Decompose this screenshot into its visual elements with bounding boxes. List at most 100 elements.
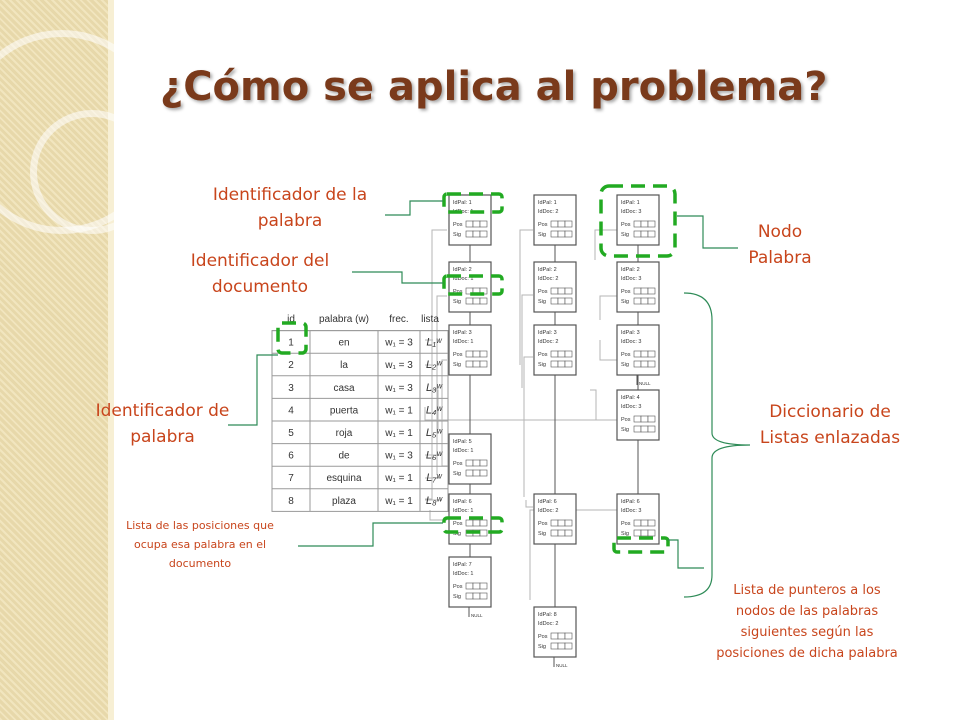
pos-cell xyxy=(640,519,649,527)
pos-cell xyxy=(472,220,481,228)
sig-cell xyxy=(472,592,481,600)
table-cell: 8 xyxy=(288,496,294,507)
pos-cell xyxy=(633,287,642,295)
word-node xyxy=(616,324,660,385)
table-cell: puerta xyxy=(330,405,359,416)
sig-cell xyxy=(564,230,573,238)
callout-positions xyxy=(298,522,443,547)
sig-cell xyxy=(557,360,566,368)
node-pos-label: Pos xyxy=(538,289,548,295)
connector-line xyxy=(599,340,617,361)
highlight-iddoc xyxy=(442,274,504,296)
table-cell: 5 xyxy=(288,428,294,439)
sig-cell xyxy=(647,297,656,305)
pos-cell xyxy=(465,459,474,467)
sig-cell xyxy=(640,360,649,368)
annotation-word-id: Identificador de la palabra xyxy=(212,185,368,231)
pos-cell xyxy=(647,519,656,527)
word-node xyxy=(616,389,660,441)
annotation-dictionary: Diccionario de Listas enlazadas xyxy=(759,402,901,448)
node-sig-label: Sig xyxy=(621,362,629,368)
word-node xyxy=(448,556,492,617)
node-sig-label: Sig xyxy=(538,531,546,537)
node-pos-label: Pos xyxy=(621,417,631,423)
sig-cell xyxy=(465,230,474,238)
callout-dictionary-brace xyxy=(683,292,751,598)
node-iddoc: IdDoc: 1 xyxy=(453,571,473,577)
node-sig-label: Sig xyxy=(453,471,461,477)
node-sig-label: Sig xyxy=(453,362,461,368)
node-iddoc: IdDoc: 1 xyxy=(453,276,473,282)
sig-cell xyxy=(465,469,474,477)
sig-cell xyxy=(479,592,488,600)
pos-cell xyxy=(633,350,642,358)
pos-cell xyxy=(465,220,474,228)
node-pos-label: Pos xyxy=(621,352,631,358)
sig-cell xyxy=(465,592,474,600)
node-idpal: IdPal: 3 xyxy=(621,330,640,336)
node-sig-label: Sig xyxy=(453,232,461,238)
sig-cell xyxy=(479,230,488,238)
sig-cell xyxy=(564,642,573,650)
pos-cell xyxy=(640,350,649,358)
node-sig-label: Sig xyxy=(453,299,461,305)
sig-cell xyxy=(640,230,649,238)
node-sig-label: Sig xyxy=(621,299,629,305)
pos-cell xyxy=(564,350,573,358)
callout-pointers xyxy=(668,539,704,569)
pos-cell xyxy=(550,287,559,295)
pos-cell xyxy=(564,287,573,295)
node-sig-label: Sig xyxy=(538,232,546,238)
table-cell: L₁ʷ xyxy=(426,337,443,349)
node-pos-label: Pos xyxy=(453,222,463,228)
node-idpal: IdPal: 3 xyxy=(538,330,557,336)
callout-table-id xyxy=(228,354,278,426)
table-cell: de xyxy=(338,451,350,462)
word-node xyxy=(448,194,492,246)
node-iddoc: IdDoc: 1 xyxy=(453,508,473,514)
connector-line xyxy=(441,359,447,452)
node-iddoc: IdDoc: 2 xyxy=(538,508,558,514)
pos-cell xyxy=(550,220,559,228)
sig-cell xyxy=(647,425,656,433)
sig-cell xyxy=(557,297,566,305)
table-header-cell: lista xyxy=(421,314,439,325)
table-cell: L₄ʷ xyxy=(426,404,444,416)
node-pos-label: Pos xyxy=(538,634,548,640)
node-idpal: IdPal: 6 xyxy=(538,499,557,505)
node-iddoc: IdDoc: 1 xyxy=(453,448,473,454)
highlight-table-id xyxy=(276,321,308,355)
node-iddoc: IdDoc: 3 xyxy=(621,276,641,282)
sig-cell xyxy=(647,230,656,238)
sig-cell xyxy=(479,529,488,537)
table-cell: esquina xyxy=(326,473,361,484)
table-cell: w₁ = 3 xyxy=(384,451,413,462)
sig-cell xyxy=(472,360,481,368)
table-cell: w₁ = 1 xyxy=(384,428,413,439)
word-node xyxy=(533,194,577,246)
table-cell: w₁ = 3 xyxy=(384,338,413,349)
pos-cell xyxy=(472,350,481,358)
node-iddoc: IdDoc: 2 xyxy=(538,339,558,345)
table-cell: w₁ = 1 xyxy=(384,496,413,507)
connector-line xyxy=(525,500,533,508)
pos-cell xyxy=(647,350,656,358)
sig-cell xyxy=(465,360,474,368)
sig-cell xyxy=(633,425,642,433)
table-cell: 7 xyxy=(288,473,294,484)
sig-cell xyxy=(640,529,649,537)
pos-cell xyxy=(465,582,474,590)
node-iddoc: IdDoc: 1 xyxy=(453,209,473,215)
sidebar-edge xyxy=(108,0,114,720)
table-cell: 2 xyxy=(288,360,294,371)
table-cell: 6 xyxy=(288,451,294,462)
node-iddoc: IdDoc: 3 xyxy=(621,508,641,514)
node-sig-label: Sig xyxy=(621,232,629,238)
table-cell: L₅ʷ xyxy=(426,427,444,439)
pos-cell xyxy=(479,350,488,358)
table-cell: L₆ʷ xyxy=(426,450,444,462)
word-node xyxy=(533,324,577,376)
sig-cell xyxy=(557,230,566,238)
sig-cell xyxy=(557,529,566,537)
node-pos-label: Pos xyxy=(453,584,463,590)
